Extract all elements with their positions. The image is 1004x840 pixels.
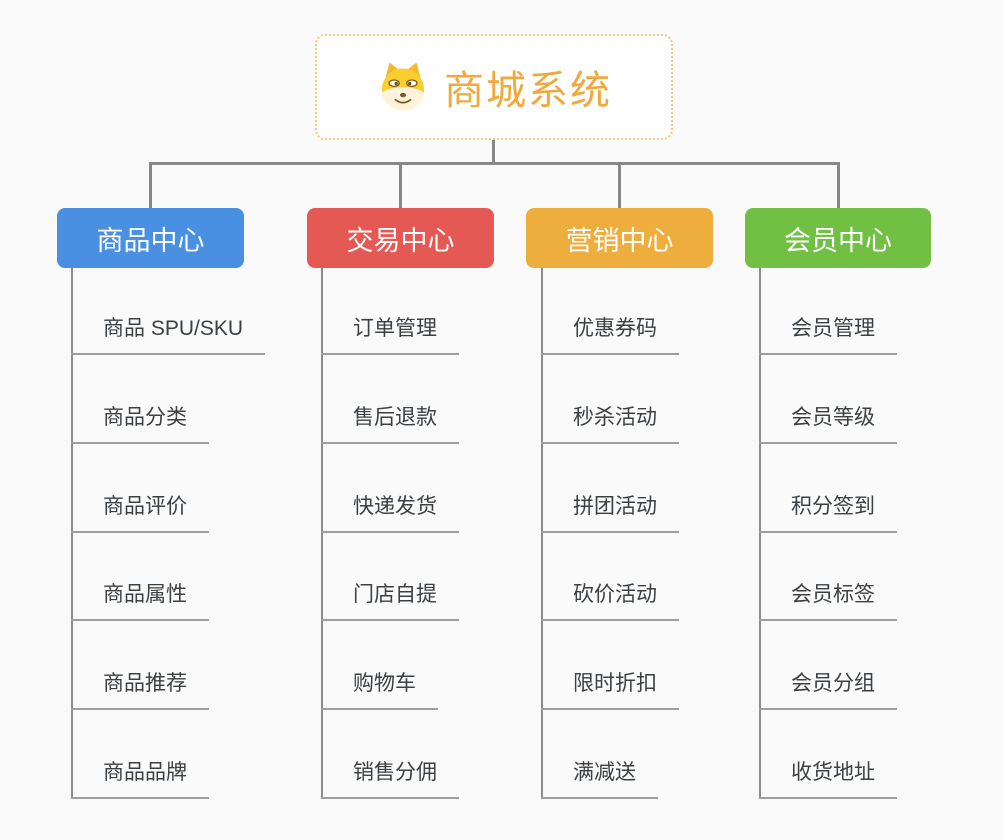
leaf-node[interactable]: 秒杀活动 bbox=[541, 402, 679, 444]
leaf-node[interactable]: 限时折扣 bbox=[541, 668, 679, 710]
leaf-node[interactable]: 会员标签 bbox=[759, 579, 897, 621]
leaf-node[interactable]: 商品推荐 bbox=[71, 668, 209, 710]
leaf-node[interactable]: 会员等级 bbox=[759, 402, 897, 444]
connector-drop-member bbox=[837, 163, 840, 208]
connector-bus bbox=[149, 162, 840, 165]
branch-node-marketing-center[interactable]: 营销中心 bbox=[526, 208, 713, 268]
connector-root-stem bbox=[492, 140, 495, 164]
doge-icon bbox=[376, 60, 430, 114]
leaf-node[interactable]: 门店自提 bbox=[321, 579, 459, 621]
leaf-node[interactable]: 会员管理 bbox=[759, 313, 897, 355]
leaf-node[interactable]: 商品评价 bbox=[71, 491, 209, 533]
leaf-node[interactable]: 售后退款 bbox=[321, 402, 459, 444]
branch-node-member-center[interactable]: 会员中心 bbox=[745, 208, 931, 268]
connector-drop-trade bbox=[399, 163, 402, 208]
connector-drop-product bbox=[149, 163, 152, 208]
leaf-node[interactable]: 商品属性 bbox=[71, 579, 209, 621]
branch-node-product-center[interactable]: 商品中心 bbox=[57, 208, 244, 268]
leaf-node[interactable]: 订单管理 bbox=[321, 313, 459, 355]
leaf-node[interactable]: 收货地址 bbox=[759, 757, 897, 799]
leaf-node[interactable]: 商品 SPU/SKU bbox=[71, 313, 266, 355]
connector-drop-marketing bbox=[618, 163, 621, 208]
leaf-node[interactable]: 优惠券码 bbox=[541, 313, 679, 355]
leaf-node[interactable]: 商品分类 bbox=[71, 402, 209, 444]
root-node[interactable]: 商城系统 bbox=[315, 34, 673, 140]
leaf-node[interactable]: 快递发货 bbox=[321, 491, 459, 533]
leaf-node[interactable]: 购物车 bbox=[321, 668, 438, 710]
branch-trunk-member bbox=[759, 268, 761, 799]
leaf-node[interactable]: 砍价活动 bbox=[541, 579, 679, 621]
leaf-node[interactable]: 满减送 bbox=[541, 757, 658, 799]
branch-node-trade-center[interactable]: 交易中心 bbox=[307, 208, 494, 268]
branch-trunk-trade bbox=[321, 268, 323, 799]
branch-trunk-product bbox=[71, 268, 73, 799]
leaf-node[interactable]: 拼团活动 bbox=[541, 491, 679, 533]
leaf-node[interactable]: 商品品牌 bbox=[71, 757, 209, 799]
leaf-node[interactable]: 会员分组 bbox=[759, 668, 897, 710]
leaf-node[interactable]: 积分签到 bbox=[759, 491, 897, 533]
leaf-node[interactable]: 销售分佣 bbox=[321, 757, 459, 799]
root-title: 商城系统 bbox=[444, 69, 612, 113]
branch-trunk-marketing bbox=[541, 268, 543, 799]
